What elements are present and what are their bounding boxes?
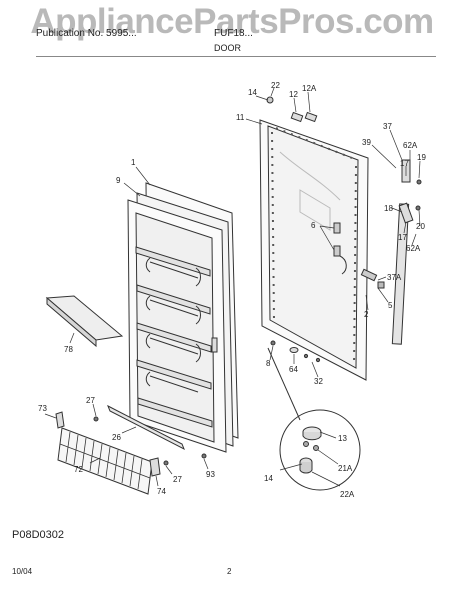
callout-62A-bottom: 62A	[406, 244, 421, 253]
callout-labels: 1 9 78 73 27 26 72 27 74 93 22 14 12 12A…	[38, 81, 426, 499]
callout-64: 64	[289, 365, 298, 374]
callout-73: 73	[38, 404, 47, 413]
callout-1: 1	[131, 158, 136, 167]
screw-27b	[163, 460, 169, 466]
part-64	[289, 347, 299, 353]
detail-circle	[279, 409, 361, 491]
callout-26: 26	[112, 433, 121, 442]
callout-22: 22	[271, 81, 280, 90]
callout-12: 12	[289, 90, 298, 99]
callout-27b: 27	[173, 475, 182, 484]
callout-20: 20	[416, 222, 425, 231]
callout-27a: 27	[86, 396, 95, 405]
callout-8: 8	[266, 359, 271, 368]
callout-37: 37	[383, 122, 392, 131]
callout-2: 2	[364, 310, 369, 319]
header-divider	[36, 56, 436, 57]
screw-93	[201, 453, 207, 459]
page-number: 2	[227, 567, 232, 576]
callout-17-top: 17	[400, 159, 409, 168]
callout-17-bottom: 17	[398, 233, 407, 242]
part-12A	[304, 111, 318, 123]
door-liner	[127, 182, 239, 453]
outer-door-panel	[259, 119, 385, 381]
diagram-code: P08D0302	[12, 529, 64, 541]
basket-72	[57, 427, 153, 495]
callout-13: 13	[338, 434, 347, 443]
publication-label: Publication No. 5995...	[36, 28, 137, 39]
callout-14-detail: 14	[264, 474, 273, 483]
callout-78: 78	[64, 345, 73, 354]
callout-72: 72	[74, 465, 83, 474]
model-label: FUF18...	[214, 28, 253, 39]
callout-21A: 21A	[338, 464, 353, 473]
callout-12A: 12A	[302, 84, 317, 93]
footer-date: 10/04	[12, 567, 33, 576]
screw-27a	[93, 416, 99, 422]
callout-37A: 37A	[387, 273, 402, 282]
callout-11: 11	[236, 113, 245, 122]
callout-5: 5	[388, 301, 393, 310]
callout-22A: 22A	[340, 490, 355, 499]
bar-26	[107, 404, 185, 451]
callout-39: 39	[362, 138, 371, 147]
part-12	[290, 111, 304, 123]
bracket-74	[149, 457, 161, 477]
detail-leader	[267, 347, 301, 421]
callout-93: 93	[206, 470, 215, 479]
callout-32: 32	[314, 377, 323, 386]
handle-bracket-18	[398, 202, 414, 224]
callout-74: 74	[157, 487, 166, 496]
callout-62A-top: 62A	[403, 141, 418, 150]
section-title: DOOR	[214, 43, 241, 53]
callout-9: 9	[116, 176, 121, 185]
bracket-73	[55, 411, 65, 429]
callout-19: 19	[417, 153, 426, 162]
callout-14-top: 14	[248, 88, 257, 97]
callout-18: 18	[384, 204, 393, 213]
callout-6: 6	[311, 221, 316, 230]
watermark: AppliancePartsPros.com	[30, 2, 434, 41]
